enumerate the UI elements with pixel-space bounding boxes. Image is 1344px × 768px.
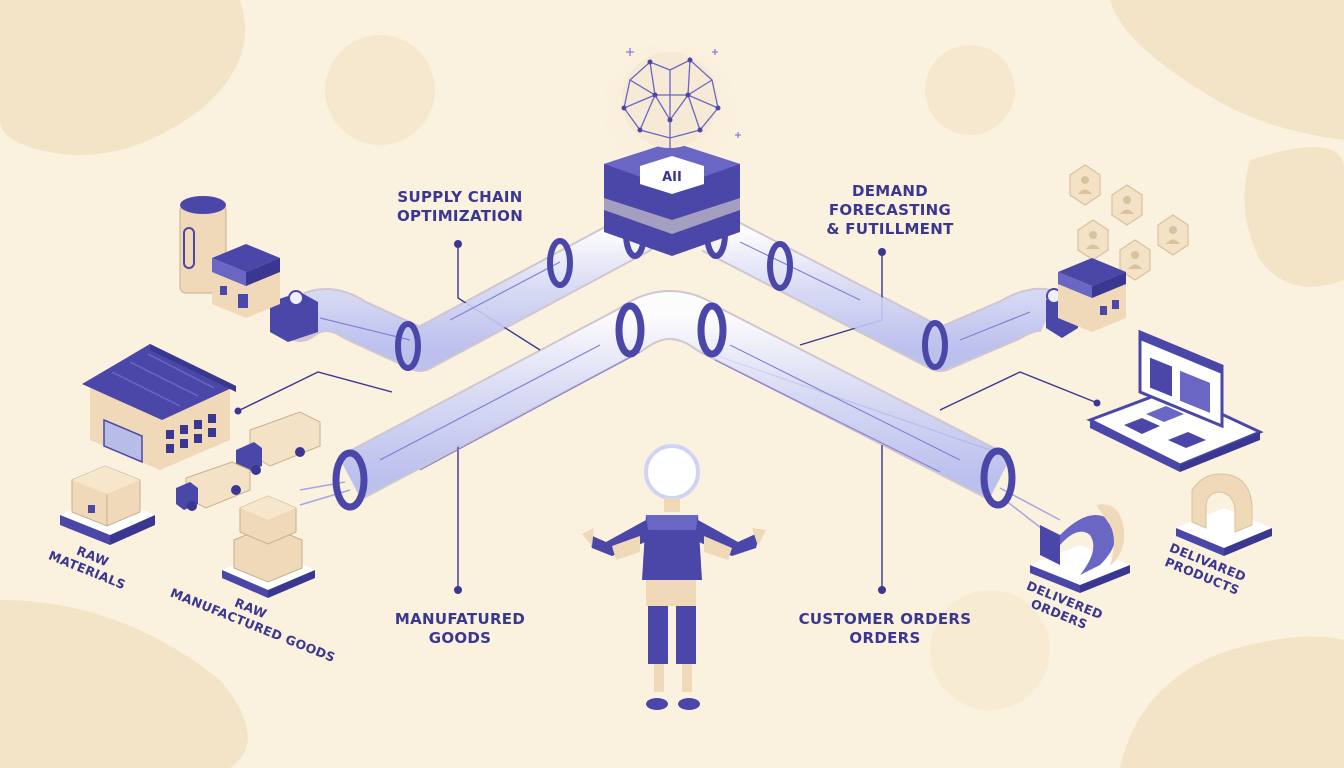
warehouse-icon [82, 344, 236, 470]
order-dashboard-laptop-icon [1086, 329, 1264, 472]
label-customer-orders: CUSTOMER ORDERS ORDERS [798, 610, 972, 647]
person-figure-icon [582, 444, 766, 710]
customer-avatars-icons [1069, 164, 1189, 281]
delivery-truck-icon [176, 411, 321, 511]
depot-building-icon [212, 244, 280, 318]
ai-hub-label: AII [662, 170, 682, 185]
stacked-boxes-icon [222, 495, 315, 598]
delivered-orders-icon [1030, 504, 1130, 593]
fulfillment-depot-icon [1058, 258, 1126, 332]
delivered-products-icon [1176, 473, 1272, 556]
raw-materials-box-icon [60, 465, 155, 545]
label-manufactured-goods: MANUFATURED GOODS [394, 610, 526, 647]
label-demand-forecasting: DEMAND FORECASTING & FUTILLMENT [826, 182, 954, 238]
ai-hub [604, 142, 740, 256]
brain-network-icon [621, 48, 741, 150]
lower-pipe-rings [332, 302, 1016, 511]
connector-dots [234, 240, 1101, 594]
label-supply-chain-optimization: SUPPLY CHAIN OPTIMIZATION [396, 188, 524, 225]
lower-pipe [299, 290, 1061, 536]
